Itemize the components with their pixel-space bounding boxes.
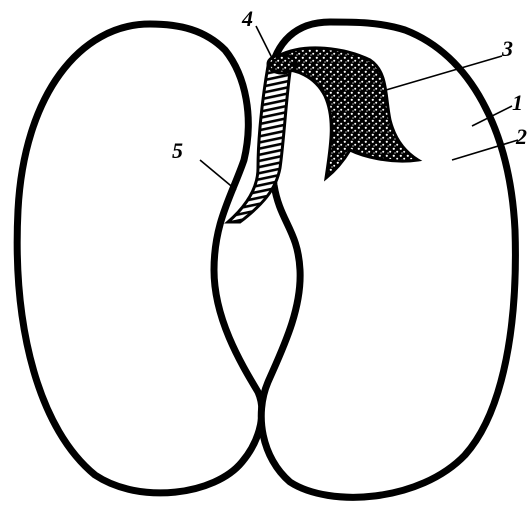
- label-1: 1: [512, 90, 523, 115]
- label-3: 3: [501, 36, 513, 61]
- right-cotyledon: [261, 22, 515, 497]
- leader-line-4: [256, 26, 272, 58]
- label-4: 4: [241, 6, 253, 31]
- label-2: 2: [515, 124, 527, 149]
- left-cotyledon: [17, 24, 262, 493]
- label-5: 5: [172, 138, 183, 163]
